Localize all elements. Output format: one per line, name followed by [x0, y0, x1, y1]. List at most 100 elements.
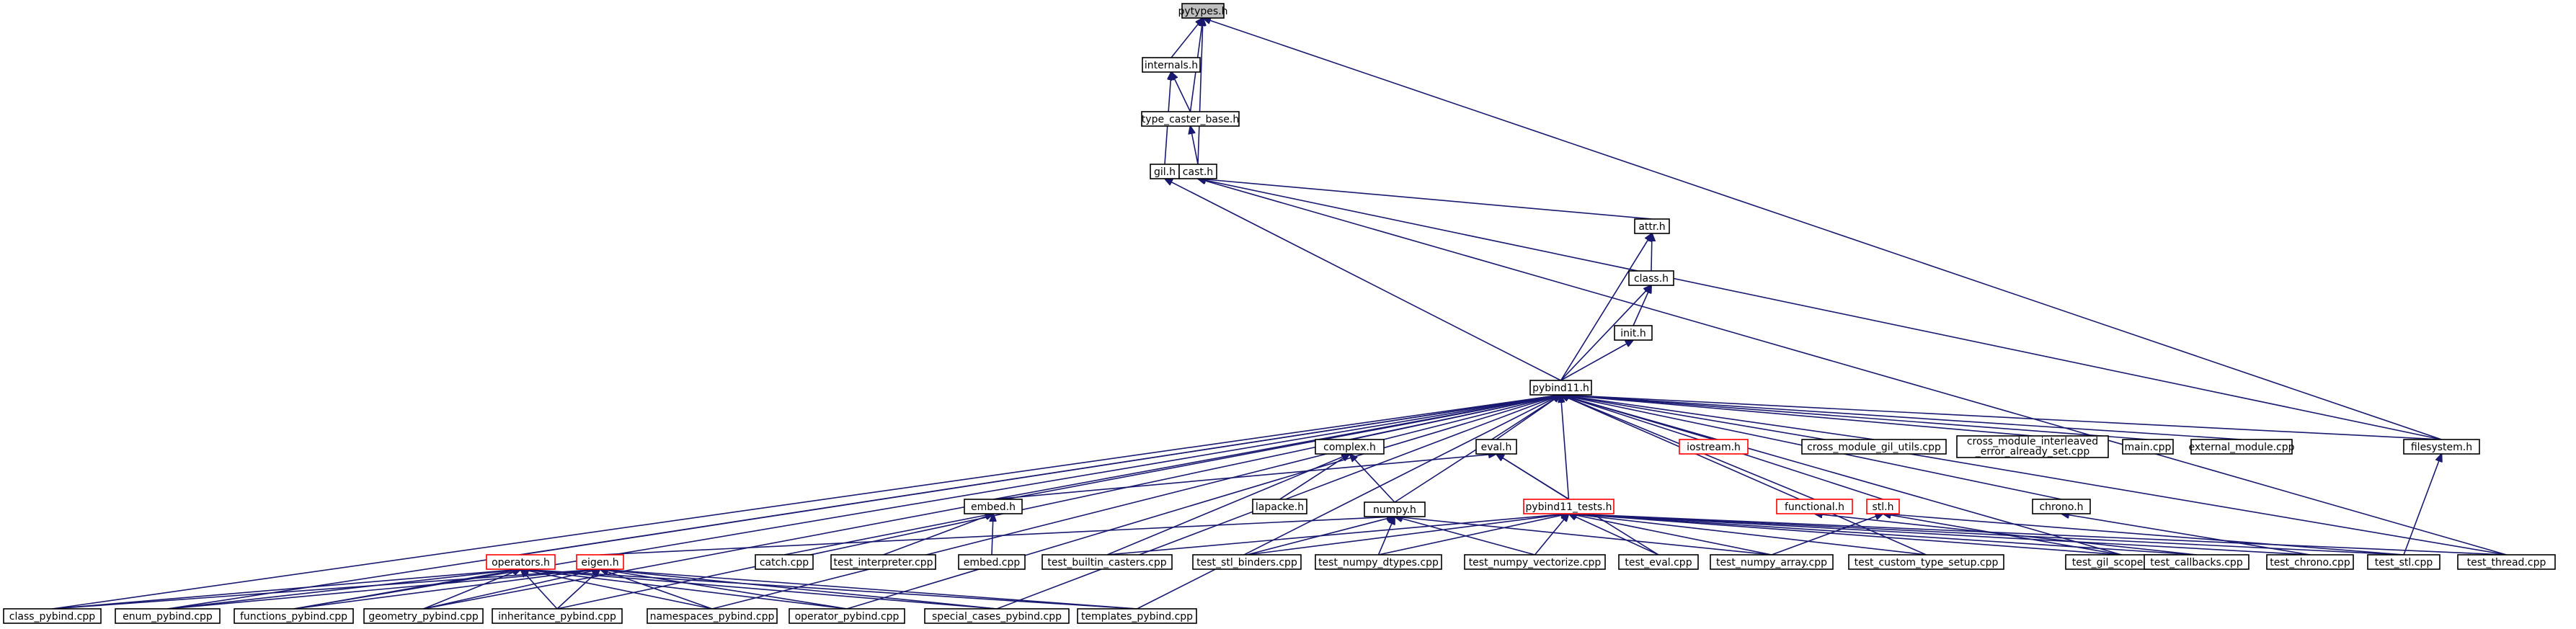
- node-type-caster-base[interactable]: type_caster_base.h: [1141, 111, 1240, 127]
- node-functions-pybind[interactable]: functions_pybind.cpp: [234, 608, 354, 624]
- node-cross-module-interleaved[interactable]: cross_module_interleaved_error_already_s…: [1956, 435, 2109, 458]
- edge-functions-pybind-to-eigen: [293, 569, 600, 610]
- node-filesystem[interactable]: filesystem.h: [2403, 439, 2480, 455]
- node-operators[interactable]: operators.h: [486, 554, 556, 570]
- node-label: test_stl.cpp: [2375, 557, 2433, 568]
- node-test-chrono[interactable]: test_chrono.cpp: [2266, 554, 2354, 570]
- node-test-numpy-dtypes[interactable]: test_numpy_dtypes.cpp: [1315, 554, 1442, 570]
- node-chrono[interactable]: chrono.h: [2032, 499, 2091, 514]
- node-test-eval[interactable]: test_eval.cpp: [1618, 554, 1699, 570]
- node-pybind11[interactable]: pybind11.h: [1529, 380, 1592, 396]
- edge-pybind11-to-attr: [1560, 233, 1653, 381]
- edge-filesystem-to-pytypes: [1203, 18, 2442, 440]
- edge-test-builtin-casters-to-pybind11-tests: [1106, 514, 1569, 556]
- edge-special-cases-pybind-to-eigen: [600, 569, 998, 610]
- node-operator-pybind[interactable]: operator_pybind.cpp: [789, 608, 905, 624]
- node-namespaces-pybind[interactable]: namespaces_pybind.cpp: [647, 608, 778, 624]
- node-init[interactable]: init.h: [1614, 325, 1653, 341]
- edge-test-stl-to-filesystem: [2403, 454, 2442, 556]
- node-label: geometry_pybind.cpp: [368, 611, 479, 623]
- node-label: test_numpy_array.cpp: [1716, 557, 1827, 568]
- node-label: test_stl_binders.cpp: [1196, 557, 1297, 568]
- edge-test-chrono-to-pybind11-tests: [1569, 514, 2311, 556]
- node-label: test_interpreter.cpp: [834, 557, 933, 568]
- edge-functions-pybind-to-operators: [293, 569, 521, 610]
- edge-class-pybind-to-eigen: [52, 569, 600, 610]
- node-test-custom-type-setup[interactable]: test_custom_type_setup.cpp: [1848, 554, 2004, 570]
- node-embed-cpp[interactable]: embed.cpp: [958, 554, 1026, 570]
- node-inheritance-pybind[interactable]: inheritance_pybind.cpp: [492, 608, 623, 624]
- node-label: enum_pybind.cpp: [123, 611, 213, 623]
- node-label: test_thread.cpp: [2467, 557, 2546, 568]
- node-test-callbacks[interactable]: test_callbacks.cpp: [2144, 554, 2249, 570]
- node-test-numpy-array[interactable]: test_numpy_array.cpp: [1710, 554, 1834, 570]
- node-special-cases-pybind[interactable]: special_cases_pybind.cpp: [924, 608, 1070, 624]
- node-label: test_numpy_vectorize.cpp: [1469, 557, 1602, 568]
- node-complex[interactable]: complex.h: [1315, 439, 1385, 455]
- node-class-pybind[interactable]: class_pybind.cpp: [3, 608, 102, 624]
- node-label: functions_pybind.cpp: [240, 611, 347, 623]
- node-eigen[interactable]: eigen.h: [576, 554, 624, 570]
- edge-test-numpy-vectorize-to-pybind11-tests: [1534, 514, 1569, 556]
- edge-cast-to-type-caster-base: [1191, 126, 1199, 165]
- edge-functions-pybind-to-pybind11: [293, 395, 1561, 610]
- edge-filesystem-to-pybind11: [1561, 395, 2442, 440]
- node-label: test_chrono.cpp: [2270, 557, 2350, 568]
- node-label: namespaces_pybind.cpp: [650, 611, 775, 623]
- edge-cast-to-pytypes: [1197, 18, 1203, 165]
- node-test-stl-binders[interactable]: test_stl_binders.cpp: [1192, 554, 1302, 570]
- edge-test-gil-scoped-to-pybind11-tests: [1569, 514, 2122, 556]
- edge-external-module-to-pybind11: [1561, 395, 2242, 440]
- edge-test-numpy-dtypes-to-pybind11-tests: [1378, 514, 1569, 556]
- node-test-numpy-vectorize[interactable]: test_numpy_vectorize.cpp: [1464, 554, 1606, 570]
- node-catch-cpp[interactable]: catch.cpp: [755, 554, 814, 570]
- node-cross-module-gil-utils[interactable]: cross_module_gil_utils.cpp: [1801, 439, 1947, 455]
- node-label: cross_module_interleaved: [1967, 436, 2098, 447]
- edge-test-thread-to-pybind11-tests: [1569, 514, 2507, 556]
- node-attr[interactable]: attr.h: [1634, 218, 1670, 234]
- edge-embed-cpp-to-embed: [992, 514, 993, 556]
- edge-inheritance-pybind-to-eigen: [556, 569, 600, 610]
- node-label: main.cpp: [2125, 442, 2172, 453]
- node-label: operators.h: [492, 557, 550, 568]
- node-label: functional.h: [1785, 501, 1844, 513]
- node-templates-pybind[interactable]: templates_pybind.cpp: [1077, 608, 1197, 624]
- edge-test-numpy-dtypes-to-numpy: [1377, 517, 1395, 556]
- edge-class-pybind-to-operators: [52, 569, 521, 610]
- node-label: attr.h: [1638, 221, 1665, 233]
- edge-type-caster-base-to-internals: [1171, 72, 1191, 112]
- node-stl[interactable]: stl.h: [1866, 499, 1900, 514]
- node-main-cpp[interactable]: main.cpp: [2122, 439, 2174, 455]
- node-test-interpreter[interactable]: test_interpreter.cpp: [830, 554, 936, 570]
- node-label: class_pybind.cpp: [9, 611, 95, 623]
- node-iostream[interactable]: iostream.h: [1679, 439, 1749, 455]
- node-test-thread[interactable]: test_thread.cpp: [2457, 554, 2556, 570]
- node-eval[interactable]: eval.h: [1475, 439, 1517, 455]
- edge-test-gil-scoped-to-pybind11: [1561, 395, 2122, 556]
- node-cast[interactable]: cast.h: [1178, 164, 1217, 179]
- edge-templates-pybind-to-operators: [521, 569, 1137, 610]
- node-label: internals.h: [1145, 60, 1198, 71]
- node-functional[interactable]: functional.h: [1776, 499, 1853, 514]
- node-geometry-pybind[interactable]: geometry_pybind.cpp: [363, 608, 484, 624]
- edge-operator-pybind-to-operators: [521, 569, 848, 610]
- node-pybind11-tests[interactable]: pybind11_tests.h: [1523, 499, 1615, 514]
- node-enum-pybind[interactable]: enum_pybind.cpp: [115, 608, 221, 624]
- node-pytypes[interactable]: pytypes.h: [1178, 3, 1228, 19]
- node-embed[interactable]: embed.h: [964, 499, 1023, 514]
- node-label: test_builtin_casters.cpp: [1047, 557, 1166, 568]
- node-label: chrono.h: [2039, 501, 2083, 513]
- edge-operator-pybind-to-eigen: [600, 569, 848, 610]
- node-lapacke[interactable]: lapacke.h: [1252, 499, 1307, 514]
- node-numpy[interactable]: numpy.h: [1364, 501, 1426, 517]
- node-test-builtin-casters[interactable]: test_builtin_casters.cpp: [1041, 554, 1173, 570]
- node-external-module[interactable]: external_module.cpp: [2189, 439, 2295, 455]
- edge-test-callbacks-to-pybind11-tests: [1569, 514, 2197, 556]
- node-class[interactable]: class.h: [1628, 270, 1674, 286]
- node-internals[interactable]: internals.h: [1142, 57, 1201, 73]
- node-gil[interactable]: gil.h: [1150, 164, 1180, 179]
- node-label: eigen.h: [581, 557, 618, 568]
- edge-test-builtin-casters-to-complex: [1106, 454, 1350, 556]
- node-test-stl[interactable]: test_stl.cpp: [2367, 554, 2440, 570]
